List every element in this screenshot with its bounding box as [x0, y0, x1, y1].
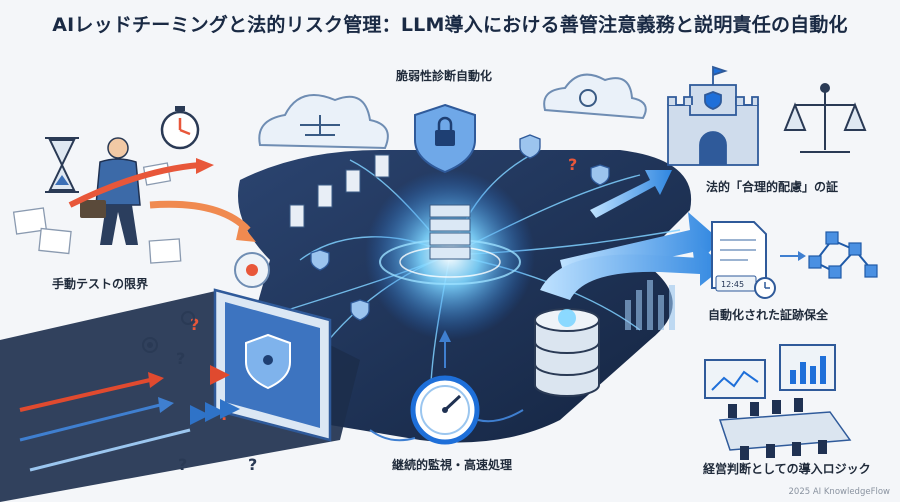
- stopwatch-icon: [160, 106, 200, 150]
- hourglass-icon: [45, 137, 79, 193]
- label-evidence-preservation: 自動化された証跡保全: [708, 308, 829, 322]
- database-icon: [534, 308, 600, 397]
- server-icon: [289, 154, 390, 228]
- blue-arrow: [590, 170, 672, 218]
- chart-icon: [625, 280, 675, 330]
- label-reasonable-care: 法的「合理的配慮」の証: [706, 180, 839, 194]
- label-management-decision: 経営判断としての導入ロジック: [703, 462, 871, 476]
- label-continuous-monitoring: 継続的監視・高速処理: [392, 458, 513, 472]
- question-icon: ???: [176, 349, 257, 474]
- incoming-arrows: [19, 365, 240, 472]
- svg-text:?: ?: [568, 155, 577, 174]
- credit: 2025 AI KnowledgeFlow: [788, 487, 891, 497]
- svg-text:?: ?: [176, 349, 185, 368]
- page-title: AIレッドチーミングと法的リスク管理：LLM導入における善管注意義務と説明責任の…: [52, 14, 848, 36]
- shield-lock-icon: [414, 103, 476, 174]
- document-icon: [12, 162, 182, 264]
- gear-icon: [234, 252, 270, 288]
- shield-lock-icon: [704, 91, 722, 110]
- server-icon: [429, 204, 471, 260]
- meeting-table: [718, 398, 852, 460]
- label-manual-limit: 手動テストの限界: [52, 277, 149, 291]
- svg-text:?: ?: [178, 455, 187, 474]
- chart-icon: [790, 356, 826, 384]
- red-arrow: [149, 200, 251, 233]
- scales-icon: [783, 83, 867, 153]
- shield-lock-icon: [310, 134, 610, 321]
- svg-text:?: ?: [190, 315, 199, 334]
- red-arrow: [68, 162, 201, 208]
- businessman-icon: [80, 137, 141, 245]
- gear-icon: [142, 311, 195, 353]
- blue-arrow: [540, 246, 725, 300]
- monitor-icon: [213, 288, 332, 442]
- gauge-icon: [410, 375, 480, 445]
- svg-text:?: ?: [248, 455, 257, 474]
- document-time: 12:45: [721, 280, 744, 289]
- clock-icon: [754, 277, 776, 299]
- label-vulnerability-automation: 脆弱性診断自動化: [396, 69, 493, 83]
- cloud-icon: [543, 73, 647, 120]
- document-icon: 12:45: [711, 221, 767, 292]
- network-icon: [808, 231, 878, 279]
- castle-icon: [667, 65, 759, 166]
- cloud-icon: [258, 94, 389, 150]
